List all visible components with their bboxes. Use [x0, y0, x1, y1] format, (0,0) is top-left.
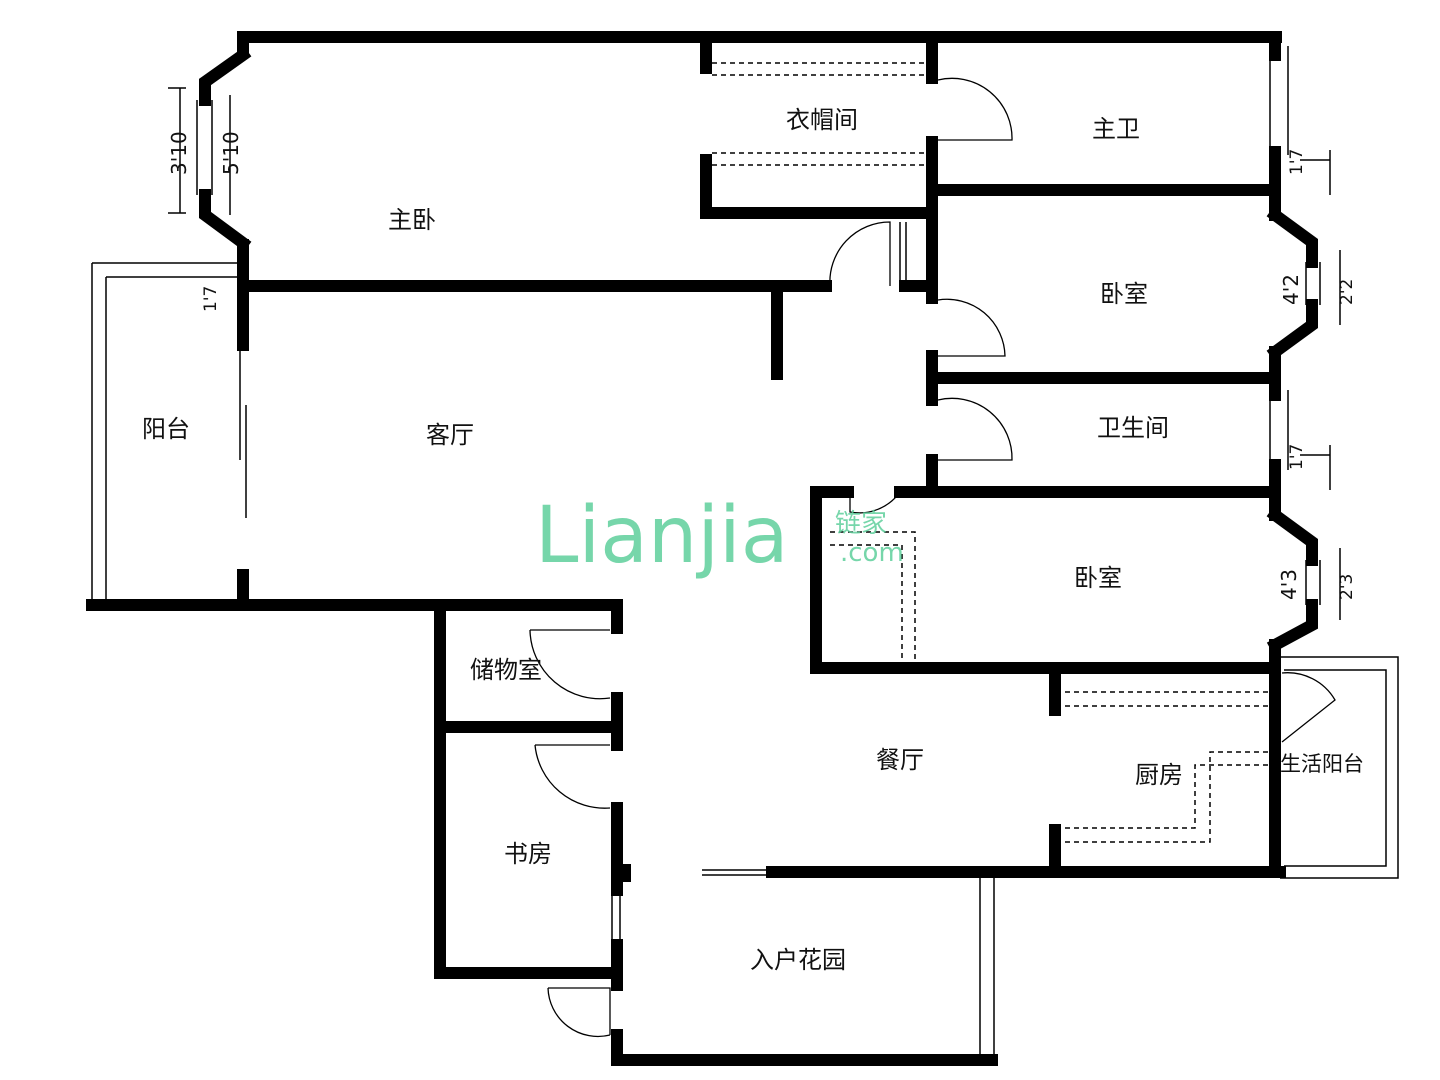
- room-label-bedroom-2: 卧室: [1074, 564, 1122, 592]
- room-label-master-bedroom: 主卧: [388, 206, 436, 234]
- room-label-kitchen: 厨房: [1135, 761, 1183, 789]
- room-label-study: 书房: [504, 840, 552, 868]
- room-label-cloakroom: 衣帽间: [786, 106, 858, 134]
- dashed-lines: [712, 62, 1268, 843]
- room-label-master-bath: 主卫: [1092, 115, 1140, 143]
- watermark-domain: .com: [840, 538, 904, 568]
- dim-bay-left-outer: 5'10: [219, 131, 243, 175]
- thin-lines: [91, 46, 1399, 1055]
- dim-bay-right-1-inner: 2'2: [1337, 279, 1357, 305]
- room-label-dining-room: 餐厅: [876, 746, 924, 774]
- dim-bay-right-2: 4'3: [1277, 569, 1301, 600]
- dim-right-mid-small: 1'7: [1287, 444, 1307, 470]
- room-label-bedroom-1: 卧室: [1100, 280, 1148, 308]
- room-label-utility-balcony: 生活阳台: [1280, 752, 1364, 776]
- dim-bay-left-inner: 3'10: [167, 131, 191, 175]
- watermark-cn: 链家: [835, 509, 887, 539]
- watermark-lianjia: Lianjia: [535, 491, 789, 581]
- dim-left-small: 1'7: [201, 286, 221, 312]
- dim-bay-right-2-inner: 2'3: [1337, 574, 1357, 600]
- room-label-living-room: 客厅: [426, 421, 474, 449]
- room-label-storage: 储物室: [470, 656, 542, 684]
- doors: [529, 77, 1336, 1038]
- dim-right-top-small: 1'7: [1287, 149, 1307, 175]
- room-label-entry-garden: 入户花园: [750, 946, 846, 974]
- walls: [86, 31, 1286, 1066]
- dim-bay-right-1: 4'2: [1279, 274, 1303, 305]
- room-label-balcony: 阳台: [142, 415, 190, 443]
- room-label-bathroom: 卫生间: [1097, 414, 1169, 442]
